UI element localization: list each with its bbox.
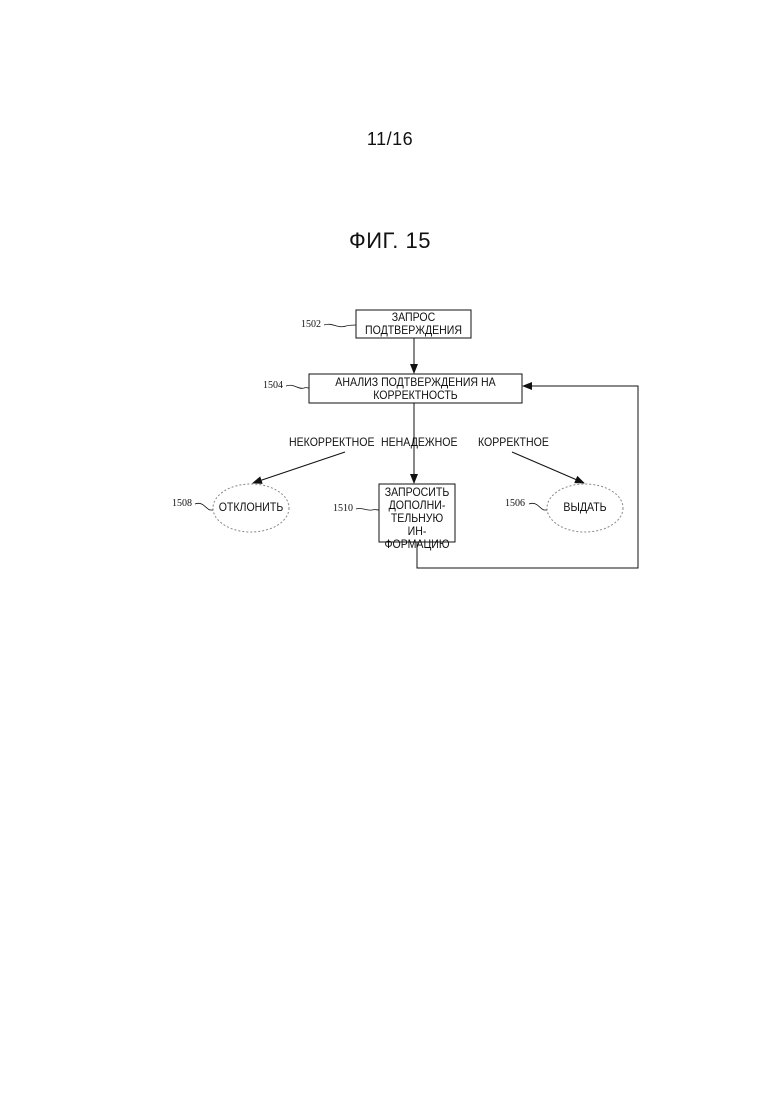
ref-leader-1506: [529, 503, 547, 510]
more-info-text: ЗАПРОСИТЬ ДОПОЛНИ- ТЕЛЬНУЮ ИН- ФОРМАЦИЮ: [384, 486, 451, 551]
ref-leader-1504: [286, 385, 309, 388]
arrow-analyze-to-issue: [512, 452, 584, 483]
more-info-line-3: ТЕЛЬНУЮ ИН-: [384, 512, 451, 538]
ref-1504: 1504: [263, 380, 283, 391]
ref-leader-1510: [356, 508, 379, 510]
reject-label: ОТКЛОНИТЬ: [218, 501, 285, 514]
ref-1506: 1506: [505, 498, 525, 509]
request-line-2: ПОДТВЕРЖДЕНИЯ: [363, 324, 464, 337]
ref-1510: 1510: [333, 503, 353, 514]
ref-1508: 1508: [172, 498, 192, 509]
issue-label: ВЫДАТЬ: [552, 501, 619, 514]
edge-label-incorrect: НЕКОРРЕКТНОЕ: [289, 436, 375, 449]
ref-leader-1502: [324, 324, 356, 327]
ref-leader-1508: [195, 503, 213, 510]
arrow-analyze-to-reject: [253, 452, 345, 483]
ref-1502: 1502: [301, 319, 321, 330]
request-text: ЗАПРОС ПОДТВЕРЖДЕНИЯ: [363, 311, 464, 337]
edge-label-unreliable: НЕНАДЕЖНОЕ: [381, 436, 458, 449]
analyze-line-2: КОРРЕКТНОСТЬ: [322, 389, 509, 402]
more-info-line-4: ФОРМАЦИЮ: [384, 538, 451, 551]
analyze-text: АНАЛИЗ ПОДТВЕРЖДЕНИЯ НА КОРРЕКТНОСТЬ: [322, 376, 509, 402]
edge-label-correct: КОРРЕКТНОЕ: [478, 436, 549, 449]
